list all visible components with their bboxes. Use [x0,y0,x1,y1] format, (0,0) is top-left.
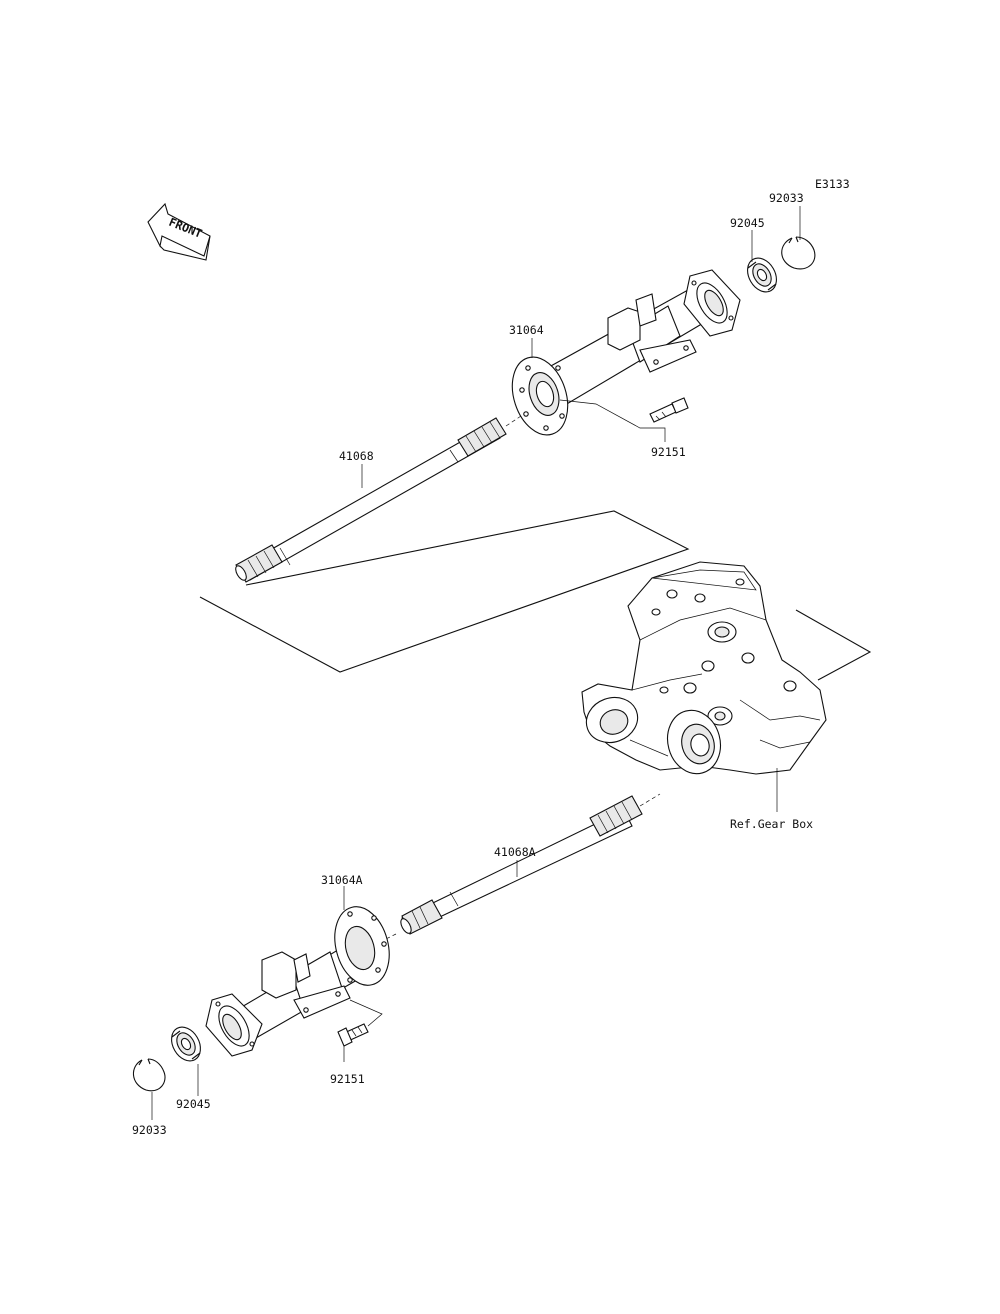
circlip-top-icon [781,236,816,270]
label-92045-bottom: 92045 [176,1097,211,1111]
gear-box-icon [581,561,827,775]
circlip-bottom-icon [132,1058,166,1092]
label-92033-bottom: 92033 [132,1123,167,1137]
label-gear-box-ref: Ref.Gear Box [730,817,813,831]
label-31064-top: 31064 [509,323,544,337]
bolt-top-icon [649,397,689,423]
front-arrow-icon: FRONT [147,202,211,261]
diagram-code: E3133 [815,177,850,191]
label-41068-top: 41068 [339,449,374,463]
axle-shaft-bottom-icon [400,795,643,935]
bearing-top-icon [747,257,777,293]
axle-housing-bottom-icon [205,906,390,1057]
axle-housing-top-icon [511,269,741,436]
label-92151-top: 92151 [651,445,686,459]
label-92151-bottom: 92151 [330,1072,365,1086]
label-92033-top: 92033 [769,191,804,205]
label-31064A: 31064A [321,873,363,887]
label-41068A: 41068A [494,845,536,859]
bolt-bottom-icon [337,1023,369,1047]
label-92045-top: 92045 [730,216,765,230]
axle-shaft-top-icon [235,417,507,583]
bearing-bottom-icon [171,1026,201,1062]
